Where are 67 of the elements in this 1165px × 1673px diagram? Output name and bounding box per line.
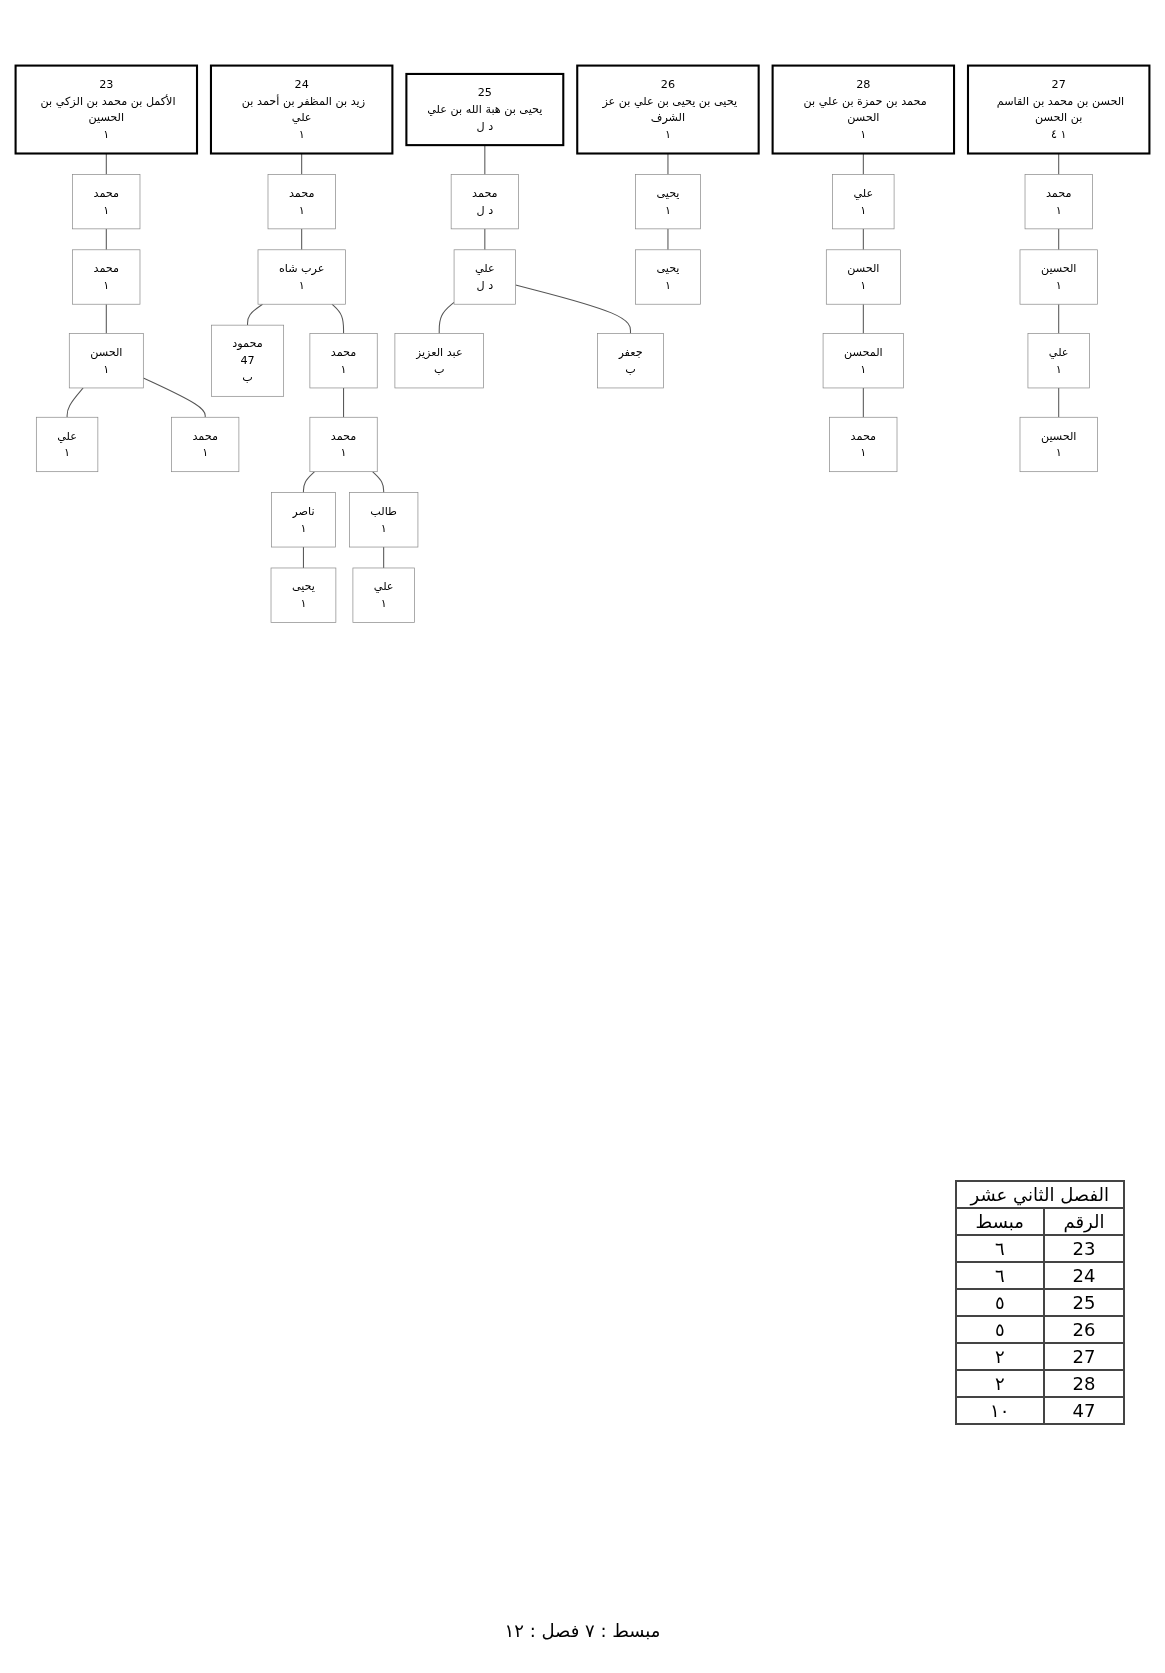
- node-box: محمد ١: [267, 174, 336, 230]
- node-box: عبد العزيز ب: [394, 333, 484, 389]
- node-box: الحسن ١: [68, 333, 144, 389]
- table-cell: 23: [1043, 1235, 1124, 1262]
- node-box: محمد ١: [829, 416, 898, 473]
- connector: [1058, 387, 1060, 418]
- node-box: محمد ١: [309, 333, 378, 389]
- connector: [302, 546, 304, 569]
- node-box: علي ١: [36, 416, 99, 473]
- table-cell: 28: [1043, 1370, 1124, 1397]
- caption: مبسط : ٧ فصل : ١٢: [503, 1620, 662, 1641]
- node-box: محمد ١: [309, 416, 378, 473]
- table-cell: ٦: [955, 1262, 1044, 1289]
- node-box: محمد د ل: [450, 174, 519, 230]
- node-box: محمد ١: [171, 416, 240, 473]
- table-cell: ٥: [955, 1316, 1044, 1343]
- table-cell: ٥: [955, 1289, 1044, 1316]
- table-cell: 24: [1043, 1262, 1124, 1289]
- table-cell: ٢: [955, 1343, 1044, 1370]
- table-cell: 47: [1043, 1397, 1124, 1424]
- connector: [1058, 228, 1060, 251]
- node-box: علي ١: [1027, 333, 1090, 389]
- column-header: الرقم: [1043, 1208, 1124, 1235]
- table-cell: 25: [1043, 1289, 1124, 1316]
- connector: [247, 303, 264, 326]
- node-box: يحيى ١: [270, 567, 337, 623]
- connector: [142, 377, 206, 418]
- table-cell: 27: [1043, 1343, 1124, 1370]
- table-cell: ٦: [955, 1235, 1044, 1262]
- table-cell: ٢: [955, 1370, 1044, 1397]
- column-header: مبسط: [955, 1208, 1044, 1235]
- connector: [862, 228, 864, 251]
- connector: [1058, 303, 1060, 335]
- connector: [862, 303, 864, 335]
- connector: [343, 387, 345, 418]
- node-box: الحسين ١: [1019, 416, 1098, 473]
- node-box: محمد ١: [72, 174, 141, 230]
- connector: [302, 471, 316, 494]
- table-header: الفصل الثاني عشر: [955, 1181, 1124, 1208]
- node-box: محمد ١: [1024, 174, 1093, 230]
- node-box: علي ١: [352, 567, 415, 623]
- node-box: عرب شاه ١: [257, 249, 346, 305]
- connector: [667, 228, 669, 251]
- connector: [383, 546, 385, 569]
- connector: [66, 387, 84, 418]
- node-box: علي ١: [832, 174, 895, 230]
- node-box: يحيى ١: [635, 174, 701, 230]
- connector: [438, 301, 455, 335]
- connector: [301, 228, 303, 251]
- node-box: يحيى ١: [635, 249, 701, 305]
- node-box: الحسن ١: [825, 249, 901, 305]
- node-box: المحسن ١: [822, 333, 904, 389]
- node-box: علي د ل: [453, 249, 516, 305]
- connector: [105, 303, 107, 335]
- connector: [372, 471, 385, 494]
- connector: [105, 228, 107, 251]
- table-cell: ١٠: [955, 1397, 1044, 1424]
- table-cell: 26: [1043, 1316, 1124, 1343]
- connector: [331, 303, 345, 335]
- node-box: طالب ١: [349, 492, 419, 548]
- node-box: الحسين ١: [1019, 249, 1098, 305]
- connector: [484, 228, 486, 251]
- node-box: محمد ١: [72, 249, 141, 305]
- connector: [862, 387, 864, 418]
- connector: [515, 284, 631, 335]
- node-box: ناصر ١: [271, 492, 336, 548]
- node-box: جعفر ب: [597, 333, 664, 389]
